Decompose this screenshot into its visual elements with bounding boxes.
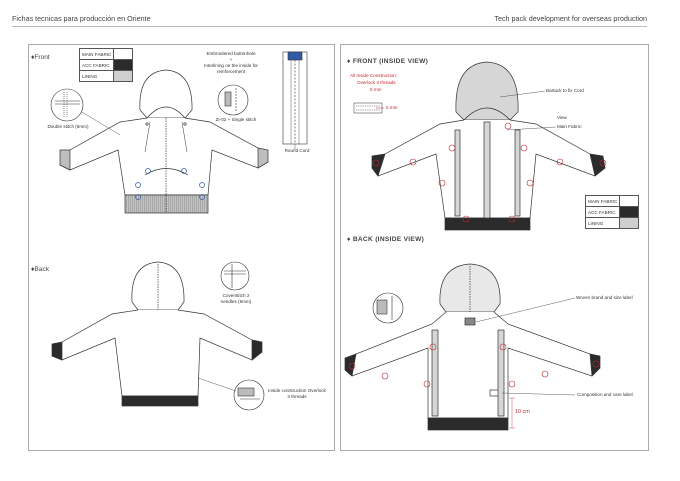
callout-lines-right [499, 90, 557, 131]
back-inside-title: ♦ BACK (INSIDE VIEW) [347, 236, 425, 243]
legend-label: ACC FABRIC [78, 59, 115, 71]
front-inside-title: ♦ FRONT (INSIDE VIEW) [347, 58, 429, 65]
front-blue-markers [135, 168, 205, 200]
legend-row: ACC FABRIC [584, 206, 640, 218]
diamond-icon: ♦ [347, 236, 351, 243]
note-10cm: 10 cm [515, 409, 530, 415]
detail-circle-back-inside [372, 292, 404, 324]
detail-zipper-strip [282, 51, 308, 150]
left-legend: MAIN FABRIC ACC FABRIC LINING [78, 48, 134, 82]
legend-swatch-acc [619, 206, 640, 218]
diamond-icon: ♦ [31, 266, 35, 273]
legend-label: LINING [78, 70, 115, 82]
legend-label: MAIN FABRIC [78, 48, 115, 60]
note-5mm-small: 5 mm [386, 105, 398, 110]
legend-swatch-main [619, 195, 640, 207]
note-all-inside-1: All Inside Construction: [350, 73, 397, 78]
note-bartack: Bartack to fix Cord [546, 88, 584, 93]
note-round-cord: Round Cord [284, 148, 310, 153]
legend-label: LINING [584, 217, 621, 229]
detail-5mm-sample [353, 102, 384, 114]
header-left-title: Fichas tecnicas para producción en Orien… [12, 14, 151, 23]
right-legend: MAIN FABRIC ACC FABRIC LINING [584, 195, 640, 229]
note-view: View [557, 115, 567, 120]
note-zipper: ZI-02 + Single stitch [215, 117, 257, 122]
back-title: ♦Back [31, 266, 50, 273]
detail-circle-double-stitch [50, 88, 121, 136]
back-inside-callouts [475, 297, 576, 429]
front-inside-red-markers [372, 122, 607, 223]
diamond-icon: ♦ [347, 58, 351, 65]
header-right-title: Tech pack development for overseas produ… [494, 14, 647, 23]
front-jacket [59, 69, 269, 214]
legend-label: MAIN FABRIC [584, 195, 621, 207]
legend-row: LINING [78, 70, 134, 82]
note-inside-construction: Inside construction Overlock 3 threads [268, 388, 326, 399]
note-care-label: Composition and care label [577, 392, 633, 397]
header-divider [12, 26, 647, 27]
detail-circle-coverstitch [220, 261, 250, 291]
legend-row: LINING [584, 217, 640, 229]
note-interlining: Interlining on the inside for reinforcem… [204, 63, 258, 74]
legend-swatch-lining [113, 70, 134, 82]
note-all-inside-3: 5 mm [370, 87, 382, 92]
front-title: ♦Front [31, 54, 50, 61]
legend-swatch-main [113, 48, 134, 60]
note-plus: + [229, 57, 233, 62]
legend-row: ACC FABRIC [78, 59, 134, 71]
diamond-icon: ♦ [31, 54, 35, 61]
legend-row: MAIN FABRIC [584, 195, 640, 207]
note-main-fabric: Main Fabric: [557, 124, 583, 129]
legend-swatch-acc [113, 59, 134, 71]
note-double-stitch: Double stitch (6mm) [47, 124, 89, 129]
note-buttonhole: Embroidered buttonhole [206, 51, 256, 56]
detail-circle-zipper [217, 84, 249, 116]
note-all-inside-2: Overlock 3 threads [357, 80, 396, 85]
detail-circle-overlock [197, 377, 265, 411]
front-inside-jacket [371, 61, 606, 231]
note-woven-label: Woven brand and size label [576, 295, 633, 300]
legend-row: MAIN FABRIC [78, 48, 134, 60]
back-inside-jacket [344, 263, 601, 431]
legend-label: ACC FABRIC [584, 206, 621, 218]
legend-swatch-lining [619, 217, 640, 229]
note-coverstitch: Coverstitch 2 needles (6mm) [220, 293, 252, 304]
back-inside-red-markers [348, 343, 600, 388]
back-jacket [51, 261, 263, 407]
